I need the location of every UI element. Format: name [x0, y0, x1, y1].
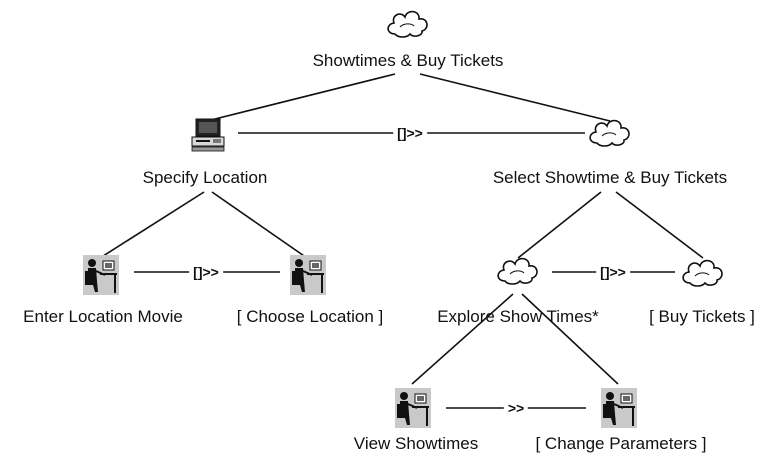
edge-select-buy — [615, 191, 704, 259]
node-label-buy-tickets: [ Buy Tickets ] — [649, 307, 755, 326]
computer-icon — [191, 118, 225, 152]
cloud-icon — [387, 10, 428, 38]
node-label-explore-show-times: Explore Show Times* — [437, 307, 599, 326]
node-label-change-parameters: [ Change Parameters ] — [535, 434, 707, 453]
node-label-choose-location: [ Choose Location ] — [236, 307, 384, 326]
node-label-specify-location: Specify Location — [142, 168, 268, 187]
cloud-icon — [682, 259, 723, 287]
user-at-desk-icon — [289, 254, 327, 296]
operator-enabling-view-change: >> — [503, 400, 529, 416]
edge-specify-choose — [211, 191, 308, 259]
edge-root-select — [419, 73, 611, 122]
cloud-icon — [589, 119, 630, 147]
edge-select-explore — [517, 191, 602, 259]
edge-root-specify — [206, 73, 396, 122]
edge-specify-enter — [99, 191, 205, 259]
edge-explore-view — [411, 293, 514, 385]
node-label-select-showtime: Select Showtime & Buy Tickets — [492, 168, 728, 187]
user-at-desk-icon — [600, 387, 638, 429]
node-label-enter-location: Enter Location Movie — [23, 307, 183, 326]
edge-explore-change — [521, 293, 619, 385]
operator-enabling-explore-buy: []>> — [596, 264, 630, 280]
node-label-root: Showtimes & Buy Tickets — [312, 51, 504, 70]
operator-enabling-location: []>> — [189, 264, 223, 280]
user-at-desk-icon — [394, 387, 432, 429]
tree-edges — [99, 73, 704, 385]
user-at-desk-icon — [82, 254, 120, 296]
cloud-icon — [497, 257, 538, 285]
operator-enabling-level1: []>> — [393, 125, 427, 141]
node-label-view-showtimes: View Showtimes — [353, 434, 479, 453]
